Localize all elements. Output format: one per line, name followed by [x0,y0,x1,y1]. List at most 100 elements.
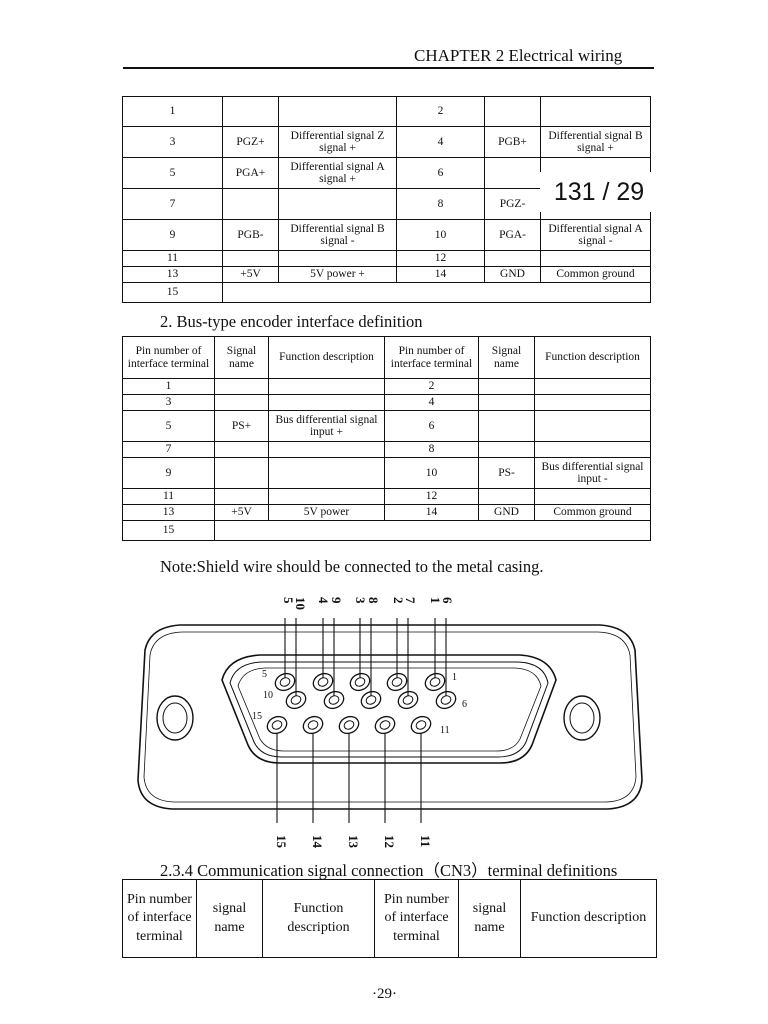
table2-cell: Pin number of interface terminal [122,336,215,379]
table1-cell: 12 [396,250,485,267]
table1-cell [222,96,279,127]
header-rule [123,67,654,69]
connector-top-label: 7 [403,597,418,604]
table2-cell: 10 [384,457,479,489]
table2-cell: 1 [122,378,215,395]
connector-pin-hole [402,695,414,705]
table2-cell: 6 [384,410,479,442]
table2-cell [534,441,651,458]
table1-cell: 14 [396,266,485,283]
table2-cell: 9 [122,457,215,489]
table3-cell: Pin number of interface terminal [374,879,459,958]
connector-pin-hole [415,720,427,730]
table2-cell: 12 [384,488,479,505]
connector-pin-hole [354,677,366,687]
connector-top-label: 3 [353,597,368,604]
table2-cell: 5V power [268,504,385,521]
section-title-bus-encoder: 2. Bus-type encoder interface definition [160,312,423,331]
table3-cell: signal name [458,879,521,958]
chapter-header: CHAPTER 2 Electrical wiring [414,46,623,65]
table2-cell [214,394,269,411]
table3-cell: Pin number of interface terminal [122,879,197,958]
table1-cell [222,282,651,303]
table1-cell: 8 [396,188,485,220]
table2-cell [478,410,535,442]
connector-top-label: 1 [428,597,443,604]
table1-cell: GND [484,266,541,283]
section-title-cn3: 2.3.4 Communication signal connection（CN… [160,861,618,880]
connector-bottom-label: 14 [310,835,325,849]
table2-cell: 4 [384,394,479,411]
table2-cell: Signal name [478,336,535,379]
table2-cell: Function description [534,336,651,379]
page-number: ·29· [372,986,397,1002]
connector-pin-hole [429,677,441,687]
table1-cell [222,250,279,267]
table1-cell [540,250,651,267]
connector-bottom-label: 11 [418,835,433,847]
table2-cell: Common ground [534,504,651,521]
table2-cell: Bus differential signal input + [268,410,385,442]
table2-cell [214,488,269,505]
table1-cell: 6 [396,157,485,189]
table1-cell: 15 [122,282,223,303]
table2-cell [214,441,269,458]
table1-cell [484,96,541,127]
connector-pin-number: 15 [252,711,262,722]
connector-top-label: 5 [281,597,296,604]
table1-cell [278,188,397,220]
table2-cell: Signal name [214,336,269,379]
table1-cell: 3 [122,126,223,158]
table1-cell: PGB+ [484,126,541,158]
table2-cell [534,378,651,395]
table1-cell: Differential signal A signal - [540,219,651,251]
page-counter-badge: 131 / 29 [540,172,658,212]
connector-pin-hole [379,720,391,730]
table2-cell [268,394,385,411]
table2-cell: +5V [214,504,269,521]
connector-bottom-label: 15 [274,835,289,849]
table1-cell: 4 [396,126,485,158]
table1-cell: Differential signal B signal - [278,219,397,251]
table2-cell [534,410,651,442]
connector-pin-hole [343,720,355,730]
connector-top-label: 9 [329,597,344,604]
connector-bottom-label: 13 [346,835,361,849]
table1-cell [484,250,541,267]
table1-cell: 9 [122,219,223,251]
table1-cell [222,188,279,220]
connector-pin-hole [279,677,291,687]
table2-cell: 2 [384,378,479,395]
table2-cell: 14 [384,504,479,521]
connector-top-label: 6 [440,597,455,604]
shield-note: Note:Shield wire should be connected to … [160,557,544,576]
table2-cell: Pin number of interface terminal [384,336,479,379]
table1-cell: 13 [122,266,223,283]
table2-cell: 8 [384,441,479,458]
table1-cell: 2 [396,96,485,127]
table2-cell: GND [478,504,535,521]
table1-cell: 7 [122,188,223,220]
connector-pin-number: 1 [452,672,457,683]
table2-cell: 7 [122,441,215,458]
table2-cell [214,520,651,541]
table1-cell: 10 [396,219,485,251]
table2-cell [534,394,651,411]
table1-cell: PGA+ [222,157,279,189]
table2-cell [268,488,385,505]
connector-top-label: 4 [316,597,331,604]
table1-cell: PGZ+ [222,126,279,158]
table2-cell [214,457,269,489]
connector-pin-hole [328,695,340,705]
table1-cell: Differential signal Z signal + [278,126,397,158]
